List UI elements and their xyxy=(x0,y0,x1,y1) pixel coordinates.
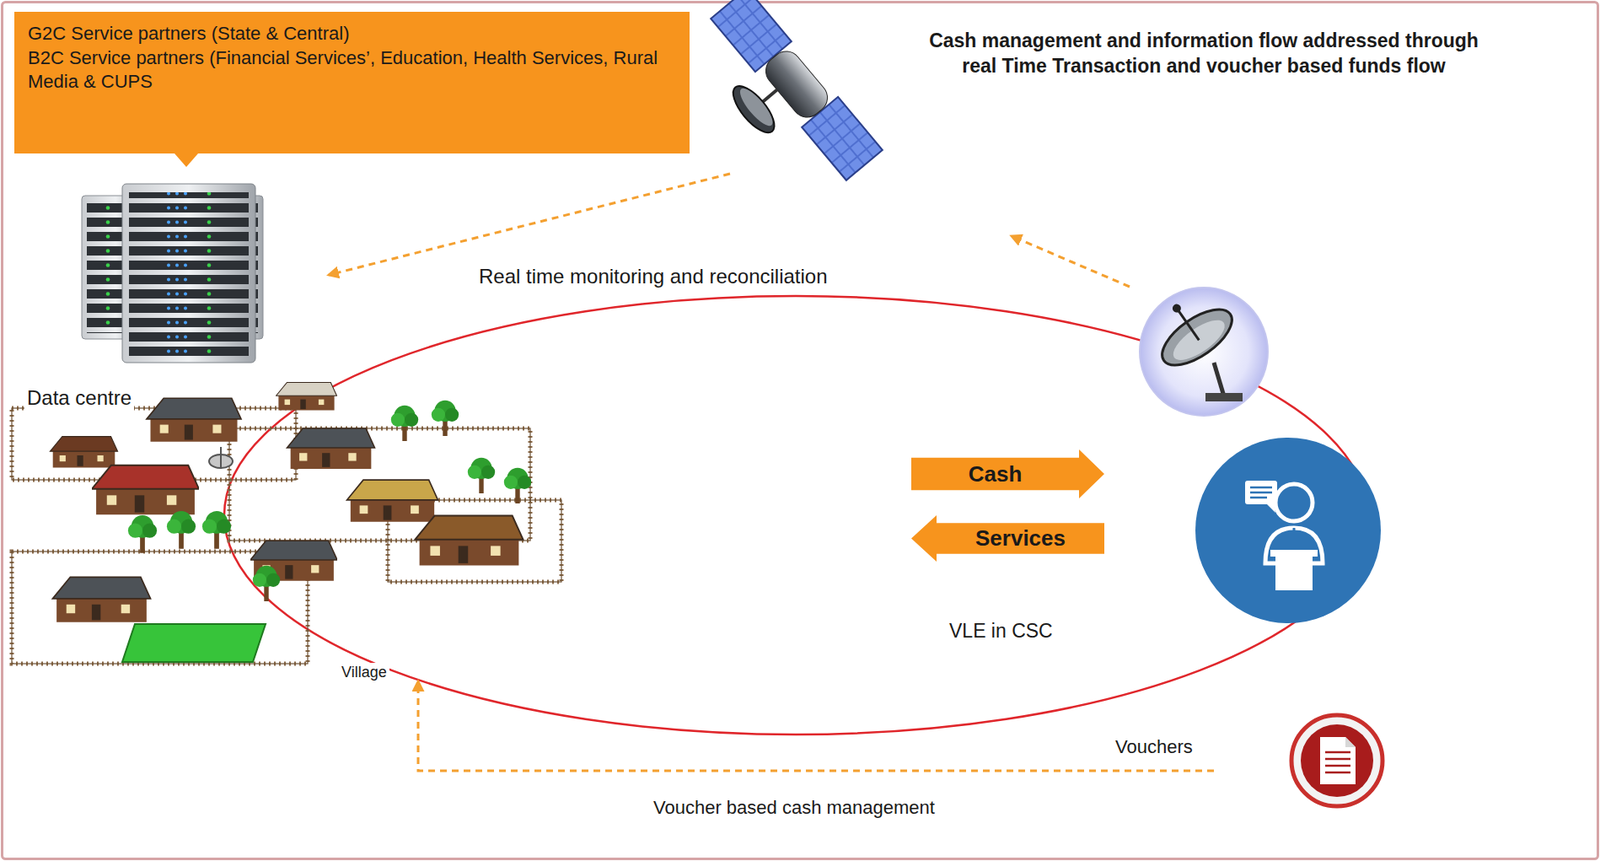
dish-antenna xyxy=(1177,309,1199,340)
village xyxy=(287,428,376,469)
partner-text: G2C Service partners (State & Central) xyxy=(27,21,677,47)
data-centre-label: Data centre xyxy=(24,384,135,411)
loop-label: Real time monitoring and reconciliation xyxy=(478,263,828,290)
village xyxy=(91,465,199,515)
block-arrow xyxy=(911,515,1105,562)
server-racks xyxy=(81,183,264,363)
voucher-icon xyxy=(1325,751,1351,754)
village xyxy=(276,381,338,410)
voucher-icon xyxy=(1291,714,1383,806)
dashed-flow xyxy=(328,173,1214,771)
voucher-note: Voucher based cash management xyxy=(653,795,935,821)
village xyxy=(53,576,151,622)
voucher-icon xyxy=(1291,714,1383,806)
dashed-flow xyxy=(328,173,731,275)
podium-top xyxy=(1270,549,1318,557)
arrow-label: Cash xyxy=(968,461,1023,488)
partner-box: G2C Service partners (State & Central)B2… xyxy=(14,11,690,154)
village xyxy=(431,400,459,436)
speech-bubble xyxy=(1245,480,1278,505)
person-icon xyxy=(1245,480,1323,591)
village xyxy=(415,515,524,566)
voucher-icon xyxy=(1325,764,1351,768)
village xyxy=(11,408,562,664)
person-head xyxy=(1275,483,1313,521)
village xyxy=(122,623,266,662)
server-racks xyxy=(122,183,256,363)
village-label: Village xyxy=(338,662,390,682)
dashed-flow xyxy=(1011,236,1130,287)
partner-text: B2C Service partners (Financial Services… xyxy=(27,46,677,95)
vle-circle xyxy=(1195,437,1381,623)
voucher-icon xyxy=(1325,751,1351,773)
heading-note: Cash management and information flow add… xyxy=(925,28,1482,80)
village xyxy=(11,551,308,664)
village xyxy=(252,565,280,602)
vouchers-label: Vouchers xyxy=(1112,735,1196,760)
voucher-icon xyxy=(1345,736,1356,747)
satellite xyxy=(735,84,778,130)
callout-pointer xyxy=(174,153,199,167)
block-arrow xyxy=(911,449,1105,499)
voucher-icon xyxy=(1325,757,1351,761)
village xyxy=(11,381,562,664)
arrow-text-area: Cash xyxy=(911,449,1080,499)
village xyxy=(11,408,562,664)
voucher-icon xyxy=(1320,736,1356,784)
dish-antenna xyxy=(1139,281,1268,416)
tie xyxy=(1293,527,1296,550)
village xyxy=(146,397,242,442)
village xyxy=(391,405,419,441)
dish-antenna xyxy=(1139,287,1268,416)
server-racks xyxy=(128,192,249,356)
dish-antenna xyxy=(1153,298,1241,376)
dish-antenna xyxy=(1141,281,1241,376)
village xyxy=(220,446,222,469)
village xyxy=(202,510,231,549)
satellite xyxy=(761,89,777,103)
voucher-icon xyxy=(1300,724,1374,797)
village xyxy=(11,551,308,664)
podium xyxy=(1275,554,1313,591)
satellite xyxy=(759,45,834,124)
vle-circle: VLE in CSC xyxy=(1194,436,1382,624)
village xyxy=(128,515,157,554)
dish-antenna xyxy=(1170,302,1183,315)
arrow-text-area: Services xyxy=(936,515,1105,562)
services-arrow: Services xyxy=(911,515,1105,562)
vle-caption: VLE in CSC xyxy=(949,619,1053,643)
village xyxy=(50,436,119,468)
satellite xyxy=(681,0,882,205)
voucher-icon xyxy=(1325,771,1351,774)
vle-circle-shape xyxy=(1194,436,1382,624)
satellite xyxy=(726,80,782,140)
dashed-flow xyxy=(418,681,1214,771)
dish-antenna xyxy=(1213,362,1225,397)
village xyxy=(467,457,495,494)
village xyxy=(504,467,532,504)
arrow-label: Services xyxy=(975,525,1066,552)
speech-lines xyxy=(1250,487,1273,498)
village xyxy=(347,479,439,522)
village xyxy=(166,510,196,549)
cash-arrow: Cash xyxy=(911,449,1105,499)
speech-tail xyxy=(1267,504,1276,513)
dish-antenna xyxy=(1205,392,1243,402)
